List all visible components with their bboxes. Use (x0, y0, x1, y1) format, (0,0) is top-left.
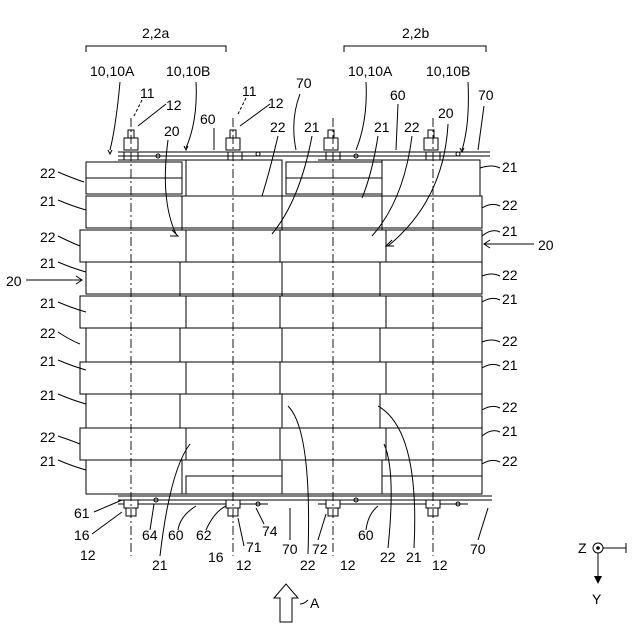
label-62: 62 (196, 527, 212, 543)
label-60-right: 60 (390, 87, 406, 103)
left-leaders (26, 172, 86, 470)
right-label-2: 22 (502, 197, 518, 213)
top-labels: 10,10A 10,10B 10,10A 10,10B 11 12 11 12 … (90, 63, 494, 139)
plate-row-6 (80, 362, 482, 394)
group-label-left: 2,2a (142, 25, 169, 41)
left-label-9: 21 (40, 387, 56, 403)
label-10-10b-right: 10,10B (426, 63, 470, 79)
label-22-a: 22 (300, 557, 316, 573)
left-side-labels: 22 21 22 21 21 22 21 22 21 22 21 20 (6, 165, 56, 469)
label-71: 71 (246, 539, 262, 555)
axis-y-label: Y (592, 591, 602, 607)
plate-row-7 (86, 394, 482, 428)
label-11-mid: 11 (242, 83, 257, 99)
label-12-mid: 12 (268, 95, 284, 111)
right-label-1: 21 (502, 159, 518, 175)
label-10-10b-left: 10,10B (166, 63, 210, 79)
left-label-6: 22 (40, 325, 56, 341)
view-arrow-label: A (310, 595, 320, 611)
right-label-8: 22 (502, 399, 518, 415)
left-label-10: 22 (40, 429, 56, 445)
bottom-inset-left (186, 476, 282, 494)
left-label-5: 21 (40, 295, 56, 311)
right-label-9: 21 (502, 423, 518, 439)
view-arrow-a: A (274, 584, 320, 622)
plate-top-c-inner (286, 162, 382, 178)
plate-top-a-inner (86, 162, 182, 178)
right-side-labels: 21 22 21 22 21 22 21 22 21 22 20 (502, 159, 554, 469)
label-21-a: 21 (152, 557, 168, 573)
label-70-right: 70 (478, 87, 494, 103)
plate-row-8 (80, 428, 482, 460)
plate-row-4 (80, 296, 482, 328)
label-16-a: 16 (74, 527, 90, 543)
label-70-a: 70 (282, 541, 298, 557)
bottom-frame (118, 496, 492, 516)
label-22-mid: 22 (270, 119, 286, 135)
label-16-b: 16 (208, 549, 224, 565)
label-12-left: 12 (166, 97, 182, 113)
right-label-6: 22 (502, 333, 518, 349)
left-label-3: 22 (40, 229, 56, 245)
right-label-10: 22 (502, 453, 518, 469)
group-brace-left (86, 46, 226, 52)
label-12-b: 12 (236, 557, 252, 573)
plate-row-3 (86, 262, 482, 294)
label-74: 74 (262, 523, 278, 539)
label-20-left: 20 (164, 123, 180, 139)
right-label-4: 22 (502, 267, 518, 283)
axis-z-label: Z (578, 540, 587, 556)
left-label-1: 22 (40, 165, 56, 181)
label-72: 72 (312, 541, 328, 557)
left-label-20: 20 (6, 273, 22, 289)
right-label-5: 21 (502, 291, 518, 307)
plate-21-top-d (382, 160, 480, 196)
label-12-a: 12 (80, 547, 96, 563)
plate-stack (80, 160, 482, 494)
label-61: 61 (74, 505, 90, 521)
label-60-a: 60 (168, 527, 184, 543)
label-12-d: 12 (432, 557, 448, 573)
left-label-11: 21 (40, 453, 56, 469)
group-brace-right (344, 46, 486, 52)
right-label-3: 21 (502, 223, 518, 239)
label-10-10a-right: 10,10A (348, 63, 393, 79)
right-label-7: 21 (502, 357, 518, 373)
label-60-left: 60 (200, 111, 216, 127)
left-label-2: 21 (40, 193, 56, 209)
plate-row-5 (86, 328, 482, 362)
group-label-right: 2,2b (402, 25, 429, 41)
label-11-left: 11 (140, 85, 155, 101)
left-label-4: 21 (40, 255, 56, 271)
label-12-c: 12 (340, 557, 356, 573)
label-21-right: 21 (374, 119, 390, 135)
label-20-right: 20 (438, 105, 454, 121)
left-label-7: 21 (40, 353, 56, 369)
right-label-20: 20 (538, 237, 554, 253)
axis-indicator: Z Y (578, 540, 626, 607)
plate-row-1 (86, 196, 482, 228)
plate-row-2 (80, 230, 482, 262)
label-22-b: 22 (380, 549, 396, 565)
label-70-b: 70 (470, 541, 486, 557)
label-70-top: 70 (296, 75, 312, 91)
label-21-mid: 21 (304, 119, 320, 135)
label-21-b: 21 (406, 549, 422, 565)
label-10-10a-left: 10,10A (90, 63, 135, 79)
bottom-inset-right (382, 476, 482, 494)
label-22-right: 22 (404, 119, 420, 135)
